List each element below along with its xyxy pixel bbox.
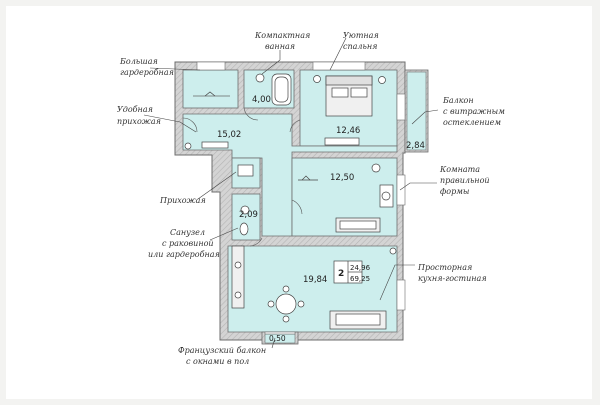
area-kitchen: 19,84 — [303, 275, 327, 285]
leader-lines — [143, 37, 439, 349]
callout-bedroom-2: спальня — [343, 42, 377, 51]
wc-sink-icon — [240, 205, 250, 215]
stove-icon — [234, 261, 242, 269]
callout-french-1: Французский балкон — [178, 346, 266, 355]
pantry-shelf — [237, 164, 254, 177]
area-wardrobe: 4,00 — [252, 95, 271, 105]
doors — [182, 107, 303, 247]
dining-table-icon — [275, 293, 297, 315]
window-wardrobe — [196, 61, 226, 71]
callout-hall-2: прихожая — [117, 117, 161, 126]
callout-pantry: Прихожая — [159, 196, 206, 205]
window-kitchen — [396, 279, 406, 311]
total-area: 69,25 — [350, 275, 370, 283]
callout-bathroom-2: с раковиной — [162, 239, 214, 248]
callout-bath-2: ванная — [265, 42, 295, 51]
callout-balcony-1: Балкон — [442, 96, 474, 105]
plant-icon-4 — [389, 247, 397, 255]
plant-icon-3 — [371, 163, 381, 173]
furniture — [184, 73, 397, 330]
callout-room-1: Комната — [439, 165, 480, 174]
callout-bathroom-3: или гардеробная — [148, 250, 220, 259]
area-french-balcony: 0,50 — [269, 334, 286, 343]
balcony — [406, 71, 427, 151]
wardrobe-room — [182, 69, 239, 109]
callout-room-2: правильной — [440, 176, 490, 185]
callout-bedroom-1: Уютная — [343, 31, 379, 40]
callout-wardrobe-2: гардеробная — [120, 68, 174, 77]
rooms-count: 2 — [338, 269, 344, 279]
area-balcony: 2,84 — [406, 141, 425, 151]
window-balcony-door — [396, 93, 406, 121]
callout-bath-1: Компактная — [254, 31, 310, 40]
callout-hall-1: Удобная — [117, 105, 153, 114]
plant-icon-2 — [378, 76, 386, 84]
toilet-icon — [239, 222, 249, 236]
area-hall: 15,02 — [217, 130, 241, 140]
window-room — [396, 174, 406, 206]
area-room: 12,50 — [330, 173, 354, 183]
entry-lamp-icon — [184, 142, 192, 150]
area-bathroom: 2,09 — [239, 210, 258, 220]
sink-icon — [255, 73, 265, 83]
callout-balcony-3: остеклением — [443, 118, 501, 127]
hanger-icon — [301, 175, 311, 181]
callout-bathroom-1: Санузел — [170, 228, 205, 237]
kitchen-counter — [231, 245, 245, 309]
window-french — [264, 331, 296, 335]
window-bedroom — [312, 61, 366, 71]
living-area: 24,96 — [350, 264, 371, 272]
callout-french-2: с окнами в пол — [186, 357, 249, 366]
bedroom-desk — [324, 137, 360, 146]
plant-icon — [313, 75, 321, 83]
shoe-cabinet — [201, 141, 229, 149]
callout-balcony-2: с витражным — [443, 107, 505, 116]
callout-kitchen-1: Просторная — [417, 263, 472, 272]
callout-room-3: формы — [440, 187, 469, 196]
callout-kitchen-2: кухня-гостиная — [418, 274, 487, 283]
area-labels: 4,00 15,02 12,46 12,50 2,09 19,84 2,84 0… — [217, 95, 425, 343]
callouts: Большая гардеробная Удобная прихожая Ком… — [117, 31, 505, 366]
callout-wardrobe-1: Большая — [119, 57, 158, 66]
windows — [196, 61, 406, 335]
area-bedroom: 12,46 — [336, 126, 360, 136]
